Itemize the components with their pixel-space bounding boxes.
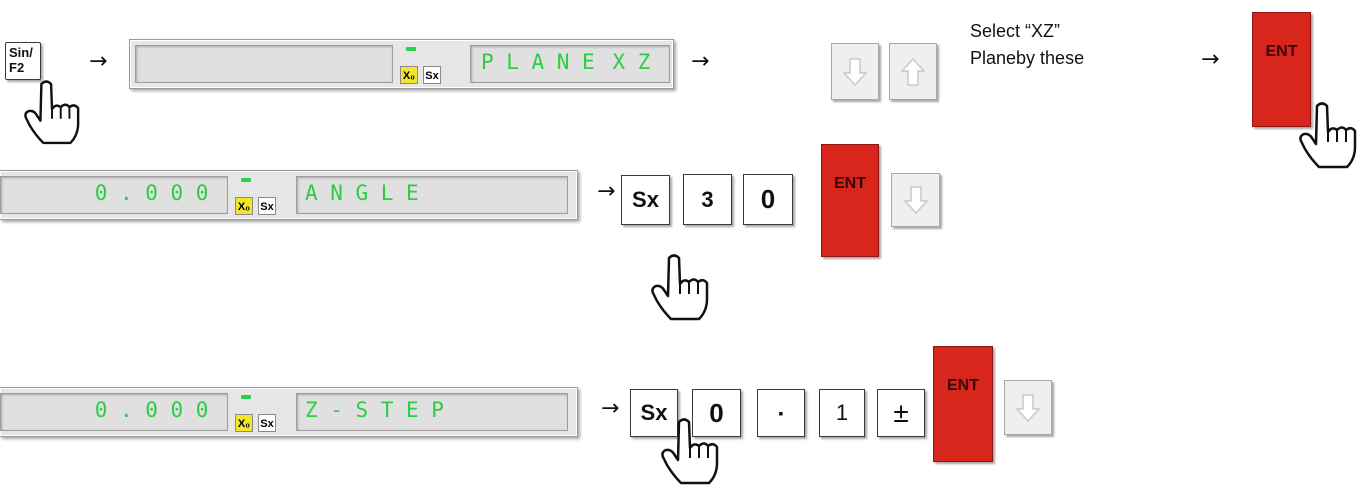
digit-1-key[interactable]: 1 — [819, 389, 865, 437]
plus-minus-key[interactable]: ± — [877, 389, 925, 437]
x0-indicator: X₀ — [235, 197, 253, 215]
arrow-down-key[interactable] — [1004, 380, 1052, 435]
led-indicator — [241, 178, 251, 182]
arrow-icon: → — [691, 49, 710, 74]
arrow-icon: → — [89, 49, 108, 74]
arrow-icon: → — [601, 396, 620, 421]
lcd-text-zstep: Z-STEP — [305, 398, 457, 422]
digit-0-key[interactable]: 0 — [692, 389, 741, 437]
digit-3-key[interactable]: 3 — [683, 174, 732, 225]
lcd-display-angle: 0.000 X₀ Sx ANGLE — [0, 170, 578, 220]
digit-1-label: 1 — [835, 400, 849, 425]
instruction-line-2: Planeby these — [970, 48, 1085, 68]
arrow-down-key[interactable] — [891, 173, 940, 227]
arrow-up-key[interactable] — [889, 43, 937, 100]
digit-3-label: 3 — [701, 186, 714, 212]
ent-key[interactable]: ENT — [821, 144, 879, 257]
led-indicator — [241, 395, 251, 399]
arrow-down-key[interactable] — [831, 43, 879, 100]
x0-indicator: X₀ — [400, 66, 418, 84]
instruction-text: Select “XZ” Planeby these — [970, 18, 1084, 72]
lcd-text-segment: ANGLE — [296, 176, 568, 214]
digit-0-label: 0 — [760, 184, 776, 214]
arrow-down-icon — [843, 57, 867, 86]
sx-indicator: Sx — [423, 66, 441, 84]
arrow-down-icon — [1016, 393, 1040, 422]
sx-indicator: Sx — [258, 197, 276, 215]
ent-key-label: ENT — [1265, 43, 1298, 60]
lcd-text-plane: PLANE — [481, 50, 608, 74]
led-indicator — [406, 47, 416, 51]
pointing-hand-icon — [650, 252, 712, 322]
sin-f2-key[interactable]: Sin/ F2 — [5, 42, 41, 80]
sx-key-label: Sx — [632, 187, 659, 212]
lcd-display-zstep: 0.000 X₀ Sx Z-STEP — [0, 387, 578, 437]
lcd-value-segment: 0.000 — [0, 176, 228, 214]
lcd-blank-segment — [135, 45, 393, 83]
lcd-text-angle: ANGLE — [305, 181, 432, 205]
plus-minus-label: ± — [893, 397, 909, 428]
sx-key[interactable]: Sx — [630, 389, 678, 437]
lcd-text-xz: XZ — [612, 50, 663, 74]
pointing-hand-icon — [660, 416, 722, 486]
x0-indicator: X₀ — [235, 414, 253, 432]
instruction-line-1: Select “XZ” — [970, 21, 1061, 41]
ent-key-label: ENT — [834, 175, 866, 192]
sx-key[interactable]: Sx — [621, 175, 670, 225]
digit-0-key[interactable]: 0 — [743, 174, 793, 225]
lcd-display-plane: X₀ Sx PLANE XZ — [129, 39, 674, 89]
pointing-hand-icon — [24, 78, 82, 146]
lcd-value: 0.000 — [94, 398, 221, 422]
sx-indicator: Sx — [258, 414, 276, 432]
ent-key-label: ENT — [947, 377, 979, 394]
lcd-value: 0.000 — [94, 181, 221, 205]
lcd-text-segment: Z-STEP — [296, 393, 568, 431]
arrow-up-icon — [901, 57, 925, 86]
digit-0-label: 0 — [709, 397, 724, 428]
lcd-text-segment: PLANE XZ — [470, 45, 670, 83]
sx-key-label: Sx — [640, 400, 668, 425]
arrow-down-icon — [903, 186, 928, 215]
decimal-point-label: ▪ — [778, 405, 784, 421]
arrow-icon: → — [1201, 47, 1220, 72]
ent-key[interactable]: ENT — [1252, 12, 1311, 127]
decimal-point-key[interactable]: ▪ — [757, 389, 805, 437]
arrow-icon: → — [597, 179, 616, 204]
sin-key-label-top: Sin/ — [9, 45, 33, 60]
pointing-hand-icon — [1298, 100, 1360, 170]
ent-key[interactable]: ENT — [933, 346, 993, 462]
lcd-value-segment: 0.000 — [0, 393, 228, 431]
sin-key-label-bottom: F2 — [9, 60, 25, 75]
